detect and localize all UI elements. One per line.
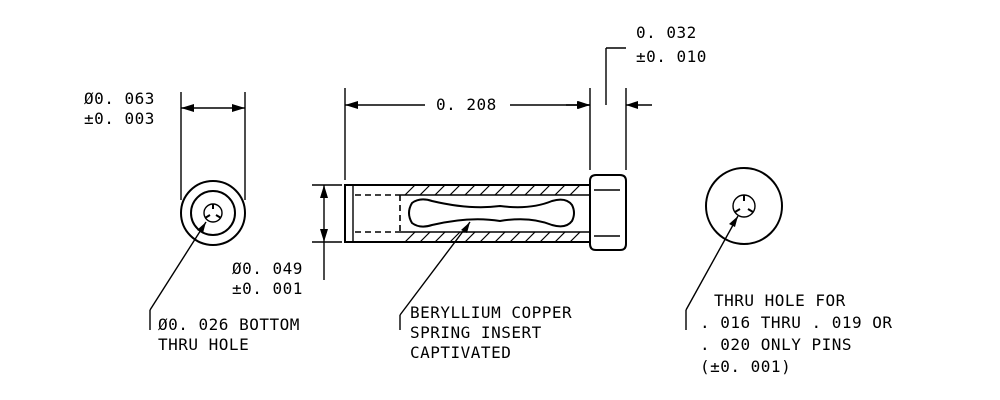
bottom-hole-note-line-2: THRU HOLE xyxy=(158,335,249,354)
thru-hole-fingers xyxy=(734,195,754,213)
bottom-hole-note-line-1: Ø0. 026 BOTTOM xyxy=(158,315,300,334)
spring-fingers xyxy=(204,204,222,219)
outer-diameter-label: Ø0. 063 xyxy=(84,89,155,108)
spring-insert xyxy=(408,198,575,228)
outer-circle xyxy=(180,180,246,246)
outer-diameter-tolerance: ±0. 003 xyxy=(84,109,155,128)
hatch-top xyxy=(404,184,581,196)
right-end-view xyxy=(685,167,783,330)
thru-hole-note-line-4: (±0. 001) xyxy=(700,357,791,376)
body-diameter-label: Ø0. 049 xyxy=(232,259,303,278)
body-diameter-tolerance: ±0. 001 xyxy=(232,279,303,298)
thru-hole-note-line-1: THRU HOLE FOR xyxy=(714,291,846,310)
head-circle xyxy=(705,167,783,245)
head-length-tolerance: ±0. 010 xyxy=(636,47,707,66)
side-section-view xyxy=(312,47,652,330)
head xyxy=(589,174,627,251)
left-end-view xyxy=(149,92,246,330)
spring-note-line-3: CAPTIVATED xyxy=(410,343,511,362)
length-label: 0. 208 xyxy=(436,95,497,114)
inner-circle xyxy=(190,190,236,236)
hatch-bottom xyxy=(404,231,581,243)
head-length-label: 0. 032 xyxy=(636,23,697,42)
thru-hole-note-line-2: . 016 THRU . 019 OR xyxy=(700,313,893,332)
thru-hole-note-line-3: . 020 ONLY PINS xyxy=(700,335,852,354)
spring-note-line-2: SPRING INSERT xyxy=(410,323,542,342)
spring-note-line-1: BERYLLIUM COPPER xyxy=(410,303,572,322)
